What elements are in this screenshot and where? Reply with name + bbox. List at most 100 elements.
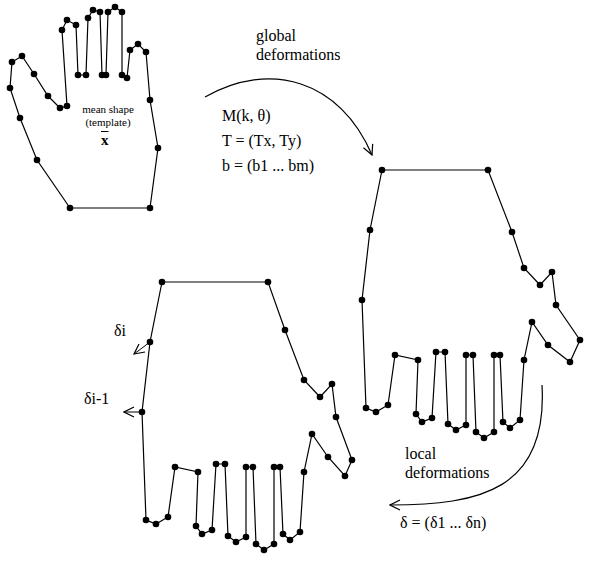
landmark-dot (105, 9, 112, 16)
landmark-dot (34, 157, 41, 164)
landmark-dot (172, 464, 179, 471)
landmark-dot (553, 302, 560, 309)
landmark-dot (143, 49, 150, 56)
landmark-dot (243, 534, 250, 541)
landmark-dot (213, 461, 220, 468)
parameter-label: M(k, θ) (222, 106, 271, 125)
landmark-dot (159, 279, 166, 286)
landmark-dot (463, 352, 470, 359)
landmark-dot (85, 15, 92, 22)
landmark-dot (517, 417, 524, 424)
landmark-dot (261, 547, 268, 554)
landmark-dot (45, 93, 52, 100)
landmark-dot (521, 265, 528, 272)
landmark-dot (199, 531, 206, 538)
landmark-dot (139, 409, 146, 416)
landmark-dot (209, 527, 216, 534)
landmark-dot (127, 47, 134, 54)
landmark-dot (97, 9, 104, 16)
landmark-dot (497, 352, 504, 359)
landmark-dot (64, 17, 71, 24)
landmark-dot (19, 53, 26, 60)
landmark-dot (73, 22, 80, 29)
landmark-dot (577, 337, 584, 344)
arrow-label: local deformations (405, 444, 500, 482)
landmark-dot (413, 411, 420, 418)
landmark-dot (317, 394, 324, 401)
landmark-dot (442, 349, 449, 356)
landmark-dot (225, 533, 232, 540)
landmark-dot (7, 85, 14, 92)
landmark-dot (433, 349, 440, 356)
landmark-dot (419, 419, 426, 426)
landmark-dot (385, 402, 392, 409)
hand-outline (10, 7, 158, 208)
landmark-dot (500, 419, 507, 426)
landmark-dot (485, 167, 492, 174)
landmark-dot (83, 72, 90, 79)
landmark-dot (415, 357, 422, 364)
landmark-dot (271, 464, 278, 471)
landmark-dot (470, 352, 477, 359)
landmark-dot (90, 7, 97, 14)
displacement-label: δi-1 (84, 389, 109, 408)
landmark-dot (507, 425, 514, 432)
landmark-dot (9, 59, 16, 66)
landmark-dot (143, 517, 150, 524)
landmark-dot (67, 205, 74, 212)
arrow-label: global deformations (256, 26, 356, 64)
landmark-dot (250, 464, 257, 471)
landmark-dot (445, 421, 452, 428)
landmark-dot (265, 279, 272, 286)
landmark-dot (153, 521, 160, 528)
landmark-dot (165, 514, 172, 521)
landmark-dot (363, 405, 370, 412)
landmark-dot (491, 429, 498, 436)
landmark-dot (325, 454, 332, 461)
landmark-dot (75, 72, 82, 79)
landmark-dot (429, 415, 436, 422)
landmark-dot (280, 531, 287, 538)
landmark-group (359, 167, 584, 442)
landmark-dot (392, 352, 399, 359)
landmark-dot (103, 72, 110, 79)
landmark-dot (59, 27, 66, 34)
landmark-dot (277, 464, 284, 471)
landmark-dot (521, 357, 528, 364)
landmark-dot (509, 229, 516, 236)
landmark-dot (537, 282, 544, 289)
landmark-dot (481, 435, 488, 442)
landmark-dot (155, 145, 162, 152)
landmark-dot (463, 422, 470, 429)
landmark-dot (147, 205, 154, 212)
landmark-dot (112, 4, 119, 11)
landmark-dot (349, 457, 356, 464)
landmark-dot (309, 431, 316, 438)
landmark-dot (367, 227, 374, 234)
landmark-dot (119, 9, 126, 16)
landmark-dot (64, 103, 71, 110)
deformation-arrow (390, 385, 542, 505)
landmark-dot (287, 537, 294, 544)
landmark-dot (57, 105, 64, 112)
landmark-dot (147, 339, 154, 346)
landmark-dot (549, 269, 556, 276)
landmark-dot (491, 352, 498, 359)
landmark-dot (222, 461, 229, 468)
landmark-dot (253, 541, 260, 548)
displacement-label: δi (114, 321, 126, 340)
landmark-group (7, 4, 162, 212)
parameter-label: δ = (δ1 ... δn) (400, 513, 486, 532)
hand-outline (142, 282, 352, 550)
landmark-dot (195, 469, 202, 476)
landmark-dot (379, 167, 386, 174)
landmark-dot (333, 414, 340, 421)
landmark-dot (545, 342, 552, 349)
landmark-dot (282, 327, 289, 334)
landmark-dot (329, 381, 336, 388)
landmark-dot (124, 75, 131, 82)
landmark-dot (297, 529, 304, 536)
